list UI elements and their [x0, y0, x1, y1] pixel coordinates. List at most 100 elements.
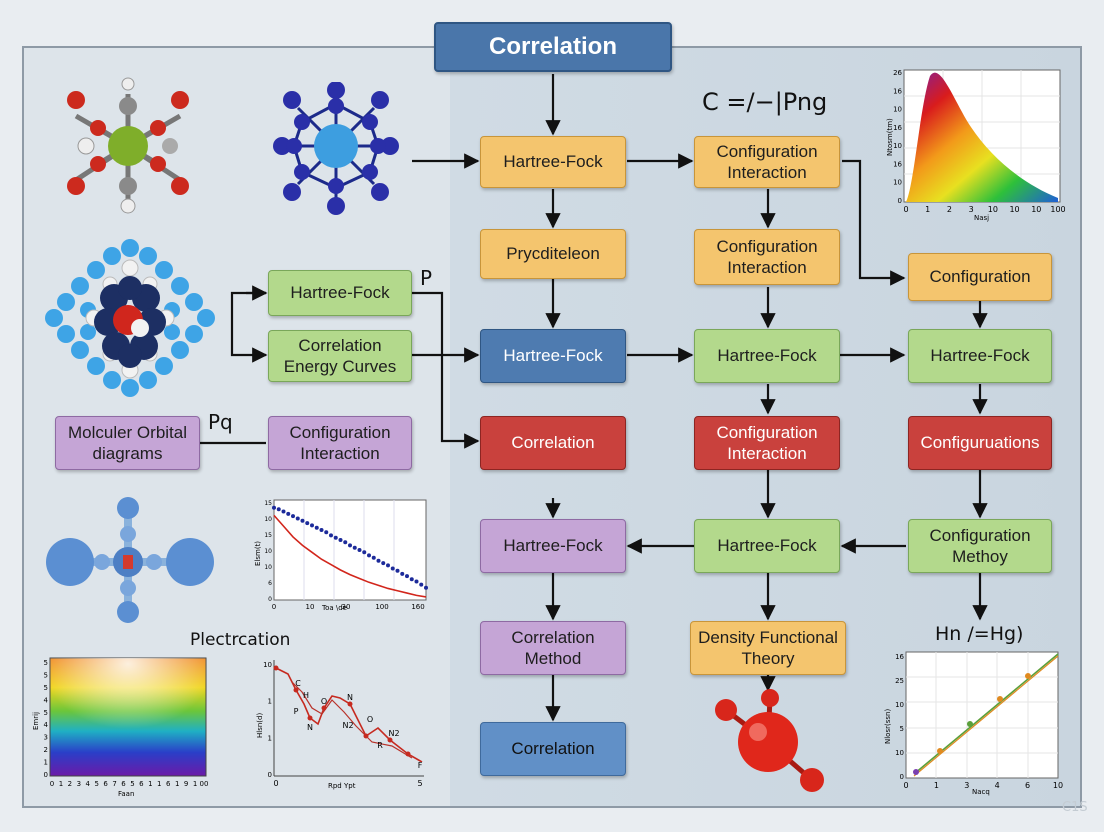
- box-hartree-fock-blue: Hartree-Fock: [480, 329, 626, 383]
- network-y-tick: 1: [268, 734, 272, 742]
- box-label: Configuruations: [920, 433, 1040, 453]
- decay-y-tick: 0: [268, 596, 272, 603]
- decay-point: [367, 553, 371, 558]
- heatmap-x-tick: 1: [148, 780, 152, 788]
- heatmap-y-tick: 2: [44, 746, 48, 754]
- linear-y-tick: 25: [895, 677, 904, 685]
- heatmap-x-tick: 1: [175, 780, 179, 788]
- decay-point: [405, 574, 409, 579]
- network-point-label: C: [295, 679, 301, 688]
- box-label: Configuration: [929, 267, 1031, 287]
- network-point-label: H: [303, 691, 309, 700]
- box-molecular-orbital-diagrams: Molculer Orbital diagrams: [55, 416, 200, 470]
- heatmap-x-tick: 1: [157, 780, 161, 788]
- box-label: Configuration Methoy: [929, 525, 1031, 566]
- decay-y-tick: 6: [268, 580, 272, 587]
- box-label: Hartree-Fock: [503, 346, 603, 366]
- spectrum-x-tick: 3: [969, 205, 974, 214]
- box-hartree-fock-left: Hartree-Fock: [268, 270, 412, 316]
- spectrum-y-tick: 0: [898, 197, 902, 205]
- decay-point: [286, 511, 291, 516]
- spectrum-y-tick: 10: [893, 106, 902, 114]
- heatmap-x-tick: 4: [86, 780, 91, 788]
- box-configurations-red: Configuruations: [908, 416, 1052, 470]
- heatmap-y-tick: 4: [44, 721, 49, 729]
- decay-point: [357, 548, 362, 552]
- spectrum-x-tick: 10: [1009, 205, 1019, 214]
- linear-ylabel: Nlosr(ssn): [884, 709, 892, 744]
- decay-point: [352, 545, 357, 550]
- decay-line: [273, 514, 427, 598]
- network-point-label: N2: [342, 721, 353, 730]
- network-point-label: R: [377, 741, 383, 750]
- label-plectrcation: Plectrcation: [190, 630, 291, 650]
- molecule-cage-illustration: [273, 82, 399, 215]
- linear-y-tick: 5: [900, 725, 904, 733]
- heatmap-x-tick: 6: [121, 780, 126, 788]
- spectrum-x-tick: 10: [988, 205, 998, 214]
- molecule-sphere-cluster-illustration: [45, 239, 215, 397]
- box-label: Hartree-Fock: [503, 536, 603, 556]
- linear-x-tick: 3: [964, 781, 969, 790]
- box-configuration-right: Configuration: [908, 253, 1052, 301]
- decay-point: [281, 509, 286, 514]
- decay-point: [343, 540, 348, 545]
- decay-x-tick: 0: [272, 603, 276, 611]
- spectrum-y-tick: 10: [893, 142, 902, 150]
- decay-point: [371, 555, 376, 560]
- box-correlation-red: Correlation: [480, 416, 626, 470]
- heatmap-y-tick: 5: [44, 671, 48, 679]
- network-y-tick: 0: [268, 771, 272, 779]
- heatmap-x-tick: 1: [59, 780, 63, 788]
- spectrum-x-tick: 2: [947, 205, 952, 214]
- network-xlabel: Rpd Ypt: [328, 782, 356, 790]
- spectrum-y-tick: 16: [893, 124, 902, 132]
- network-y-tick: 1: [268, 698, 272, 706]
- label-p: P: [420, 266, 433, 290]
- box-correlation-bottom: Correlation: [480, 722, 626, 776]
- heatmap-x-tick: 6: [166, 780, 171, 788]
- box-prycditeleon: Prycditeleon: [480, 229, 626, 279]
- heatmap-x-tick: 5: [130, 780, 134, 788]
- title-text: Correlation: [488, 33, 617, 60]
- box-label: Correlation Method: [511, 627, 595, 668]
- heatmap-x-tick: 5: [94, 780, 98, 788]
- heatmap-x-tick: 6: [103, 780, 108, 788]
- decay-point: [305, 521, 310, 526]
- heatmap-y-tick: 3: [44, 734, 48, 742]
- linear-x-tick: 10: [1053, 781, 1063, 790]
- box-configuration-interaction-2: Configuration Interaction: [694, 229, 840, 285]
- decay-point: [419, 582, 424, 587]
- box-configuration-interaction-left: Configuration Interaction: [268, 416, 412, 470]
- box-label: Correlation Energy Curves: [283, 335, 397, 376]
- heatmap-x-tick: 3: [77, 780, 81, 788]
- box-hartree-fock-green-mid: Hartree-Fock: [694, 329, 840, 383]
- decay-point: [310, 523, 314, 528]
- molecule-red-illustration: [715, 689, 824, 792]
- decay-point: [409, 577, 414, 582]
- network-point-label: F: [418, 761, 423, 770]
- decay-point: [390, 566, 395, 571]
- heatmap-y-tick: 5: [44, 659, 48, 667]
- decay-point: [386, 563, 390, 568]
- decay-y-tick: 10: [264, 548, 272, 555]
- box-label: Prycditeleon: [506, 244, 600, 264]
- network-x-tick: 0: [273, 779, 278, 788]
- heatmap-y-tick: 0: [44, 771, 48, 779]
- heatmap-x-tick: 9: [184, 780, 188, 788]
- heatmap-x-tick: 2: [68, 780, 72, 788]
- network-x-tick: 5: [417, 779, 422, 788]
- heatmap-x-tick: 7: [112, 780, 116, 788]
- heatmap-y-tick: 5: [44, 709, 48, 717]
- network-ylabel: Hlsn(d): [256, 713, 264, 738]
- decay-point: [291, 514, 295, 519]
- decay-point: [424, 585, 428, 590]
- decay-point: [295, 516, 300, 521]
- decay-point: [362, 550, 367, 555]
- heatmap-x-tick: 00: [200, 780, 209, 788]
- box-hartree-fock-green-low: Hartree-Fock: [694, 519, 840, 573]
